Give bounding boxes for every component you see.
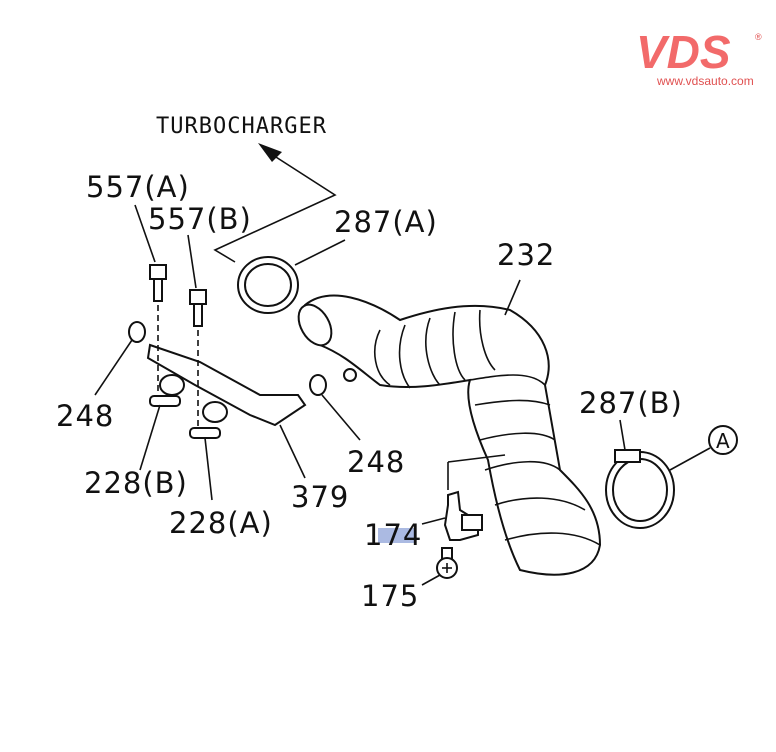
ref-circle-a xyxy=(708,425,738,455)
callout-557b[interactable]: 557(B) xyxy=(148,202,252,236)
pipe-379 xyxy=(146,343,307,427)
callout-232[interactable]: 232 xyxy=(497,238,555,272)
callout-248-left[interactable]: 248 xyxy=(56,399,114,433)
leader-287a xyxy=(294,239,346,266)
intake-hose-232 xyxy=(297,294,602,576)
clamp-287b-inner xyxy=(612,458,668,522)
leader-248-mid xyxy=(321,394,361,441)
leader-175 xyxy=(421,574,441,586)
callout-228b[interactable]: 228(B) xyxy=(84,466,188,500)
callout-287a[interactable]: 287(A) xyxy=(334,205,438,239)
callout-228a[interactable]: 228(A) xyxy=(169,506,273,540)
leader-228a xyxy=(204,437,213,501)
highlight-174 xyxy=(378,528,415,543)
logo-text: VDS xyxy=(636,26,731,78)
leader-557b xyxy=(187,234,197,289)
leader-379 xyxy=(279,424,306,479)
leader-248-left xyxy=(94,339,133,396)
callout-557a[interactable]: 557(A) xyxy=(86,170,190,204)
bolt-557a xyxy=(149,264,167,395)
leader-a xyxy=(669,447,711,471)
turbocharger-label: TURBOCHARGER xyxy=(156,114,327,139)
leader-228b xyxy=(139,404,161,471)
registered-mark: ® xyxy=(755,32,762,42)
callout-175[interactable]: 175 xyxy=(361,579,419,613)
leader-232 xyxy=(504,279,521,316)
arrow-icon xyxy=(258,143,282,162)
clamp-287a-inner xyxy=(244,263,292,307)
callout-174[interactable]: 174 xyxy=(364,518,422,552)
callout-287b[interactable]: 287(B) xyxy=(579,386,683,420)
turbo-leader xyxy=(213,149,337,263)
sensor-174 xyxy=(443,454,506,541)
logo-url: www.vdsauto.com xyxy=(656,74,754,88)
clamp-248-mid xyxy=(309,374,327,396)
screw-175 xyxy=(436,547,458,579)
callout-248-mid[interactable]: 248 xyxy=(347,445,405,479)
bolt-557b xyxy=(189,289,207,430)
leader-174 xyxy=(421,517,446,525)
leader-557a xyxy=(134,204,156,263)
vds-logo: VDS ® www.vdsauto.com xyxy=(636,26,762,88)
clamp-248-left xyxy=(128,321,146,343)
callout-379[interactable]: 379 xyxy=(291,480,349,514)
bracket-228a xyxy=(189,401,228,439)
bracket-228b xyxy=(149,374,185,407)
callout-a[interactable]: A xyxy=(716,429,730,453)
clamp-287b-screw xyxy=(614,449,641,463)
leader-287b xyxy=(619,419,626,451)
